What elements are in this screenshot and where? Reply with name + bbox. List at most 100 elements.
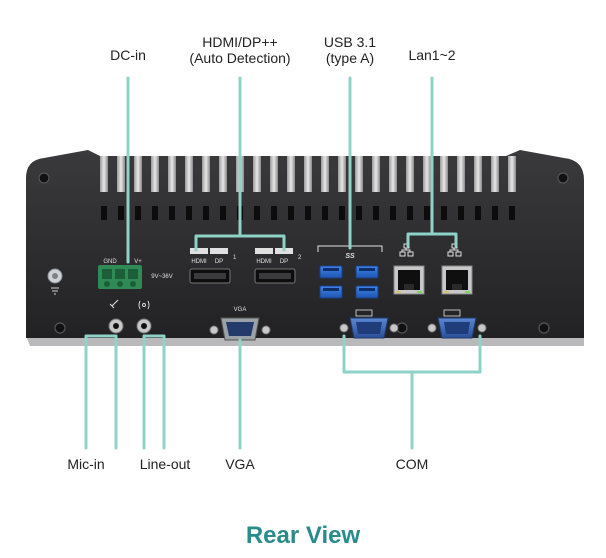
line-out-label: Line-out xyxy=(130,456,200,472)
usb-text-2: (type A) xyxy=(325,50,375,66)
heatsink-fin xyxy=(151,156,159,192)
hdmi-dp-port-1 xyxy=(189,248,231,284)
vent-slot xyxy=(288,206,294,220)
dc-in-label: DC-in xyxy=(98,47,158,63)
diagram-caption: Rear View xyxy=(245,522,361,549)
dc-voltage-label: 9V~36V xyxy=(151,274,173,280)
line-out-icon xyxy=(138,300,150,310)
usb-text-1: USB 3.1 xyxy=(323,34,377,50)
mic-in-label: Mic-in xyxy=(56,456,116,472)
vent-slot xyxy=(101,206,107,220)
vent-slot xyxy=(322,206,328,220)
vent-slot xyxy=(356,206,362,220)
vent-slot xyxy=(203,206,209,220)
lan-text: Lan1~2 xyxy=(408,47,456,63)
vent-slot xyxy=(152,206,158,220)
vent-slot xyxy=(305,206,311,220)
vent-slot xyxy=(407,206,413,220)
hdmi-dp-leader xyxy=(194,76,286,252)
lan-port-2 xyxy=(441,265,473,295)
mic-in-text: Mic-in xyxy=(67,456,105,472)
dc-in-terminal xyxy=(98,265,142,289)
line-out-text: Line-out xyxy=(139,456,191,472)
heatsink-fin xyxy=(457,156,465,192)
heatsink-fin xyxy=(355,156,363,192)
heatsink-fin xyxy=(219,156,227,192)
line-out-leader xyxy=(142,334,166,450)
hdmi-dp-label: HDMI/DP++ (Auto Detection) xyxy=(170,34,310,66)
heatsink-fin xyxy=(117,156,125,192)
hdmi-dp-text-1: HDMI/DP++ xyxy=(202,34,278,50)
vent-slot xyxy=(118,206,124,220)
com-label: COM xyxy=(387,456,437,472)
heatsink-fin xyxy=(389,156,397,192)
corner-screw xyxy=(38,172,569,334)
vent-slot xyxy=(186,206,192,220)
port-number-1: 1 xyxy=(233,255,237,261)
heatsink-fin xyxy=(185,156,193,192)
heatsink-fin xyxy=(287,156,295,192)
com-text: COM xyxy=(395,456,429,472)
vga-text: VGA xyxy=(225,456,255,472)
vent-slot xyxy=(220,206,226,220)
line-out-jack xyxy=(136,318,152,334)
vent-slot xyxy=(424,206,430,220)
heatsink-fin xyxy=(253,156,261,192)
heatsink-fin xyxy=(508,156,516,192)
lan-leader xyxy=(406,76,458,248)
vent-slot xyxy=(509,206,515,220)
vga-port xyxy=(209,317,271,341)
heatsink-fin xyxy=(406,156,414,192)
com-port-2 xyxy=(427,317,487,339)
vent-slot xyxy=(339,206,345,220)
hdmi-label-1: HDMI xyxy=(191,259,207,265)
vent-slot xyxy=(254,206,260,220)
hdmi-dp-text-2: (Auto Detection) xyxy=(189,50,291,66)
vent-slot xyxy=(373,206,379,220)
heatsink-fin xyxy=(321,156,329,192)
dc-in-text: DC-in xyxy=(110,47,146,63)
heatsink-fin xyxy=(440,156,448,192)
callout-lines xyxy=(84,76,482,450)
lan-port-1 xyxy=(393,265,425,295)
vent-slot xyxy=(492,206,498,220)
heatsink-fin xyxy=(168,156,176,192)
dp-label-2: DP xyxy=(280,259,288,265)
heatsink-fin xyxy=(270,156,278,192)
vga-panel-label: VGA xyxy=(234,307,247,313)
vent-slot xyxy=(271,206,277,220)
mic-in-leader xyxy=(84,334,118,450)
heatsink-fin xyxy=(338,156,346,192)
dc-gnd-label: GND xyxy=(103,259,117,265)
heatsink-fin xyxy=(134,156,142,192)
heatsink-fin xyxy=(100,156,108,192)
heatsink-fin xyxy=(474,156,482,192)
heatsink-fin xyxy=(202,156,210,192)
com-leader xyxy=(342,334,482,450)
vga-label: VGA xyxy=(215,456,265,472)
heatsink-fins xyxy=(100,156,516,220)
dp-label-1: DP xyxy=(215,259,223,265)
usb-port-group xyxy=(319,265,379,299)
vent-slot xyxy=(441,206,447,220)
hdmi-label-2: HDMI xyxy=(256,259,272,265)
mic-icon xyxy=(109,299,119,309)
com-port-icon xyxy=(355,309,461,317)
usb-ss-logo: SS xyxy=(345,253,355,260)
vent-slot xyxy=(475,206,481,220)
ground-knob-icon xyxy=(47,268,63,295)
vent-slot xyxy=(390,206,396,220)
vent-slot xyxy=(169,206,175,220)
port-number-2: 2 xyxy=(298,255,302,261)
com-port-1 xyxy=(339,317,399,339)
lan-label: Lan1~2 xyxy=(392,47,472,63)
vent-slot xyxy=(458,206,464,220)
heatsink-fin xyxy=(491,156,499,192)
vent-slot xyxy=(135,206,141,220)
mic-in-jack xyxy=(108,318,124,334)
usb-label: USB 3.1 (type A) xyxy=(310,34,390,66)
heatsink-fin xyxy=(372,156,380,192)
heatsink-fin xyxy=(304,156,312,192)
